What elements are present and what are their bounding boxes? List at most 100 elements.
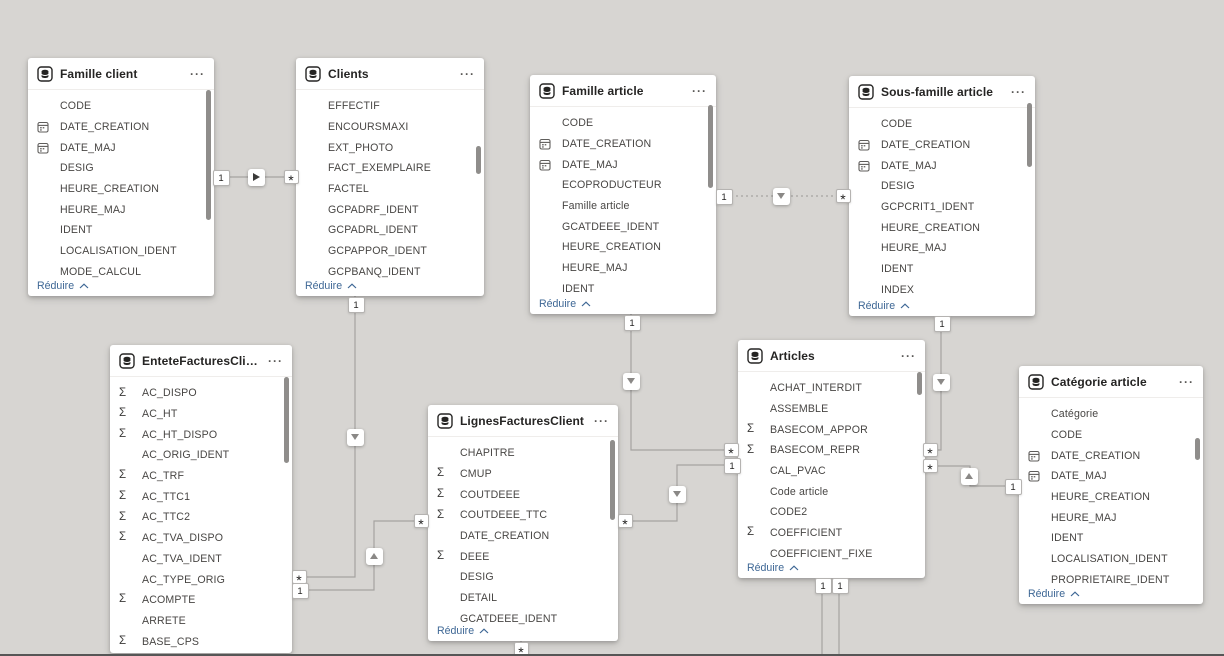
field-row[interactable]: GCPBANQ_IDENT — [296, 262, 484, 283]
field-row[interactable]: DATE_MAJ — [28, 137, 214, 158]
field-row[interactable]: EFFECTIF — [296, 96, 484, 117]
field-row[interactable]: DESIG — [428, 567, 618, 588]
field-row[interactable]: CODE — [849, 114, 1035, 135]
field-row[interactable]: DATE_CREATION — [28, 117, 214, 138]
collapse-link[interactable]: Réduire — [305, 280, 357, 292]
field-row[interactable]: CODE — [28, 96, 214, 117]
cross-filter-arrow-button[interactable] — [932, 373, 950, 391]
cross-filter-arrow-button[interactable] — [622, 372, 640, 390]
more-options-button[interactable]: ··· — [460, 66, 475, 81]
field-row[interactable]: CODE — [1019, 425, 1203, 446]
field-row[interactable]: GCPADRF_IDENT — [296, 199, 484, 220]
field-row[interactable]: IDENT — [530, 279, 716, 300]
collapse-link[interactable]: Réduire — [37, 280, 89, 292]
cross-filter-arrow-button[interactable] — [772, 187, 790, 205]
more-options-button[interactable]: ··· — [692, 83, 707, 98]
more-options-button[interactable]: ··· — [190, 66, 205, 81]
field-row[interactable]: DATE_CREATION — [849, 135, 1035, 156]
more-options-button[interactable]: ··· — [268, 353, 283, 368]
field-row[interactable]: ENCOURSMAXI — [296, 117, 484, 138]
field-row[interactable]: DATE_CREATION — [1019, 445, 1203, 466]
field-row[interactable]: AC_ORIG_IDENT — [110, 445, 292, 466]
field-row[interactable]: AC_TVA_IDENT — [110, 549, 292, 570]
field-row[interactable]: CHAPITRE — [428, 443, 618, 464]
field-row[interactable]: Code article — [738, 481, 925, 502]
field-row[interactable]: ARRETE — [110, 611, 292, 632]
scrollbar-thumb[interactable] — [1027, 103, 1032, 167]
collapse-link[interactable]: Réduire — [539, 298, 591, 310]
field-row[interactable]: ECOPRODUCTEUR — [530, 175, 716, 196]
field-row[interactable]: DETAIL — [428, 588, 618, 609]
field-row[interactable]: DESIG — [28, 158, 214, 179]
relationship-line[interactable] — [630, 314, 738, 451]
field-row[interactable]: HEURE_MAJ — [1019, 507, 1203, 528]
field-row[interactable]: HEURE_CREATION — [1019, 487, 1203, 508]
field-row[interactable]: DATE_CREATION — [428, 526, 618, 547]
scrollbar-thumb[interactable] — [917, 372, 922, 395]
field-row[interactable]: EXT_PHOTO — [296, 137, 484, 158]
scrollbar-thumb[interactable] — [708, 105, 713, 188]
field-row[interactable]: GCATDEEE_IDENT — [428, 609, 618, 630]
field-row[interactable]: Famille article — [530, 196, 716, 217]
field-row[interactable]: MODE_CALCUL — [28, 262, 214, 283]
field-row[interactable]: COEFFICIENT_FIXE — [738, 544, 925, 565]
field-row[interactable]: AC_TYPE_ORIG — [110, 569, 292, 590]
field-row[interactable]: CODE — [530, 113, 716, 134]
collapse-link[interactable]: Réduire — [1028, 588, 1080, 600]
field-row[interactable]: HEURE_CREATION — [28, 179, 214, 200]
field-row[interactable]: HEURE_CREATION — [530, 237, 716, 258]
cross-filter-arrow-button[interactable] — [960, 467, 978, 485]
more-options-button[interactable]: ··· — [594, 413, 609, 428]
cross-filter-arrow-button[interactable] — [668, 485, 686, 503]
more-options-button[interactable]: ··· — [1011, 84, 1026, 99]
field-row[interactable]: DATE_MAJ — [1019, 466, 1203, 487]
more-options-button[interactable]: ··· — [901, 348, 916, 363]
field-row[interactable]: Catégorie — [1019, 404, 1203, 425]
collapse-link[interactable]: Réduire — [747, 562, 799, 574]
cross-filter-arrow-button[interactable] — [247, 168, 265, 186]
field-row[interactable]: DESIG — [849, 176, 1035, 197]
field-row[interactable]: PROPRIETAIRE_IDENT — [1019, 570, 1203, 591]
field-row[interactable]: HEURE_MAJ — [28, 199, 214, 220]
field-row[interactable]: GCPAPPOR_IDENT — [296, 241, 484, 262]
field-row[interactable]: IDENT — [849, 259, 1035, 280]
field-row[interactable]: IDENT — [1019, 528, 1203, 549]
cross-filter-arrow-button[interactable] — [346, 428, 364, 446]
cross-filter-arrow-button[interactable] — [365, 547, 383, 565]
scrollbar-thumb[interactable] — [284, 377, 289, 463]
field-row[interactable]: GCPADRL_IDENT — [296, 220, 484, 241]
field-row[interactable]: FACTEL — [296, 179, 484, 200]
scrollbar-thumb[interactable] — [1195, 438, 1200, 460]
relationship-line[interactable] — [292, 296, 356, 578]
field-row[interactable]: DATE_MAJ — [530, 154, 716, 175]
field-row[interactable]: HEURE_MAJ — [849, 238, 1035, 259]
field-row[interactable]: DATE_MAJ — [849, 155, 1035, 176]
field-row[interactable]: LOCALISATION_IDENT — [1019, 549, 1203, 570]
field-row[interactable]: CAL_PVAC — [738, 461, 925, 482]
field-row[interactable]: ACHAT_INTERDIT — [738, 378, 925, 399]
field-row[interactable]: CODE2 — [738, 502, 925, 523]
collapse-link[interactable]: Réduire — [858, 300, 910, 312]
field-row[interactable]: HEURE_MAJ — [530, 258, 716, 279]
